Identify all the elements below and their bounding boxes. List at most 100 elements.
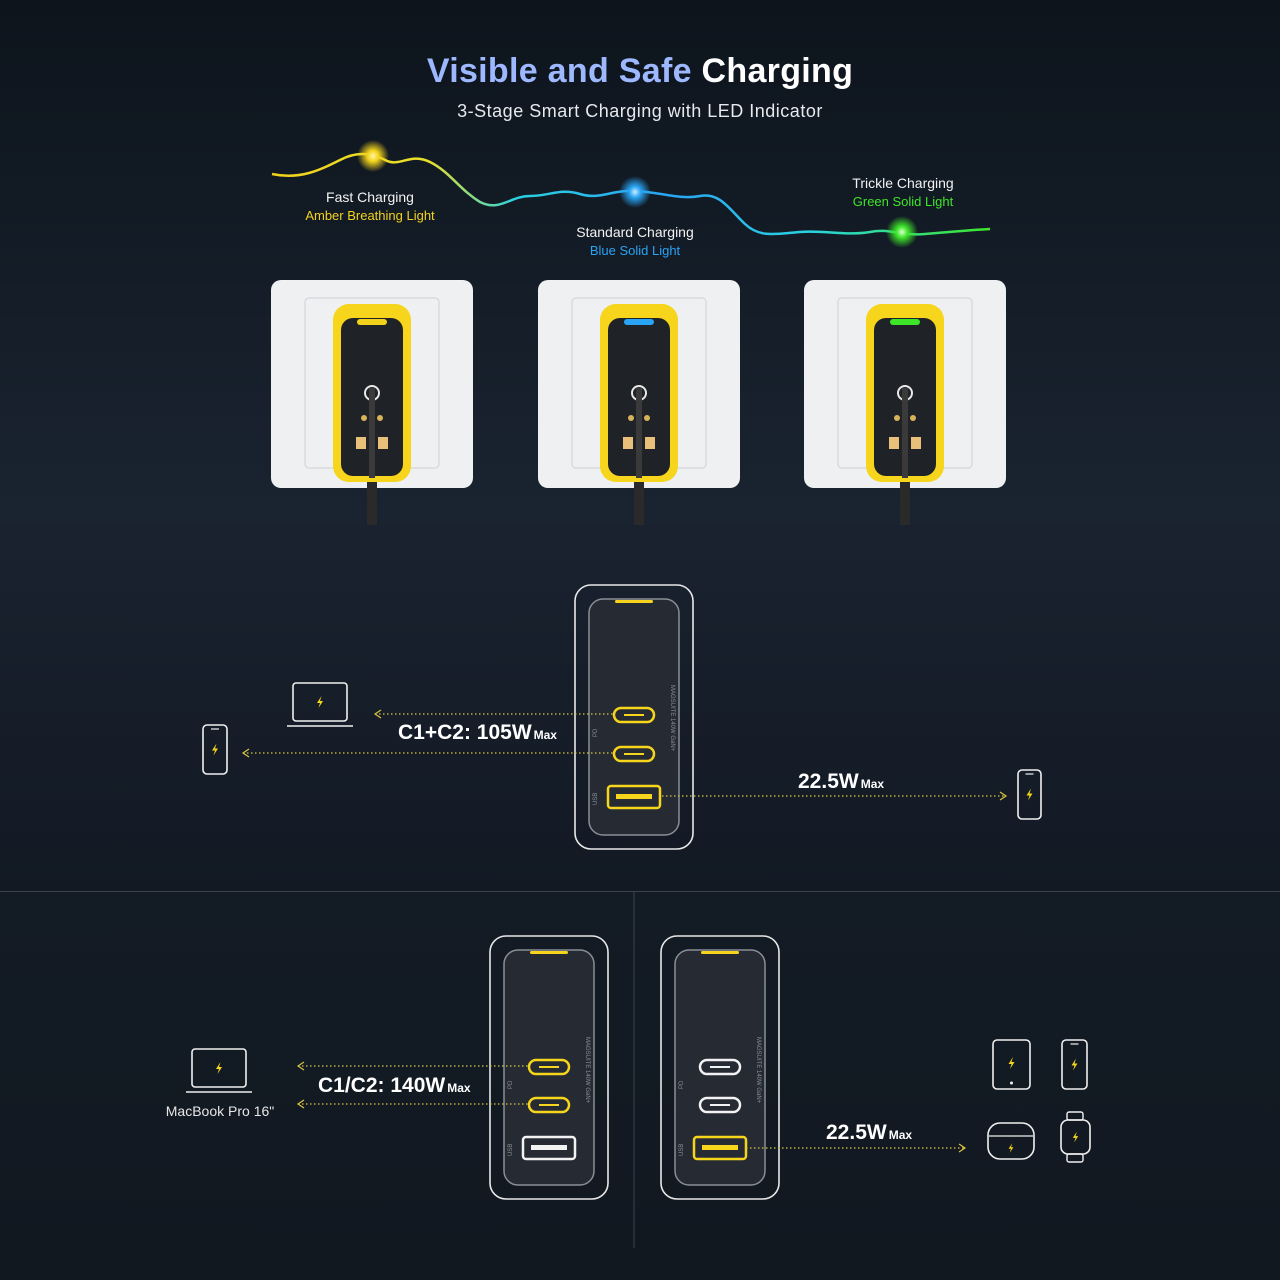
charger-single-usb-brand-mark: MAGSUITE 140W GaN+ [755, 1037, 761, 1104]
charger-single-c-outline [489, 935, 609, 1200]
phone-small-icon [1061, 1039, 1088, 1090]
macbook-icon [186, 1048, 252, 1093]
stage-trickle-light: Green Solid Light [852, 194, 954, 209]
charger-usb-port [356, 437, 366, 449]
c1c2-power-value: C1+C2: 105W [398, 721, 532, 744]
laptop-icon-screen [292, 682, 348, 722]
charger-single-c-usbc-port [527, 1058, 571, 1076]
charger-port-dot [910, 415, 916, 421]
charger-single-c-usb-mark: USB [508, 1144, 514, 1156]
charger-single-c-usba-port [521, 1135, 577, 1161]
phone-right-icon-frame [1017, 769, 1042, 820]
charger-usb-port [623, 437, 633, 449]
amber-glow-dot [357, 140, 389, 172]
charger-cable-top [636, 388, 642, 478]
usb-power-value: 22.5W [798, 770, 859, 793]
wall-outlets [271, 280, 1006, 525]
connector-c1-arrow [373, 709, 382, 719]
connector-usb-arrow [999, 791, 1008, 801]
lightning-icon [1008, 1057, 1015, 1069]
laptop-icon [287, 682, 353, 727]
single-usb-power-suffix: Max [888, 1128, 913, 1142]
charger-dual-usbc-port [612, 745, 656, 763]
charging-wave [271, 140, 991, 248]
phone-right-icon [1017, 769, 1042, 820]
charger-single-c-usba-tongue [531, 1145, 567, 1150]
page-title: Visible and Safe Charging [0, 52, 1280, 91]
lightning-icon [1072, 1131, 1079, 1143]
charger-dual-pd-mark: PD [593, 728, 599, 737]
charger-port-dot [644, 415, 650, 421]
lightning-icon [1008, 1143, 1014, 1153]
connector-single-c1-arrow [296, 1061, 305, 1071]
charger-cable-top [369, 388, 375, 478]
stage-trickle-name: Trickle Charging [852, 175, 954, 191]
outlet-1 [271, 280, 473, 525]
charger-single-usb-usbc-port [698, 1058, 742, 1076]
single-c-power-value: C1/C2: 140W [318, 1074, 446, 1097]
charger-dual: PD USB MAGSUITE 140W GaN+ [574, 584, 694, 850]
connector-single-usb-arrow [958, 1143, 967, 1153]
charger-single-c-pd-mark: PD [508, 1080, 514, 1089]
single-c-power-suffix: Max [447, 1081, 471, 1095]
charger-dual-outline [574, 584, 694, 850]
phone-small-icon-frame [1061, 1039, 1088, 1090]
charging-stages-section: Visible and Safe Charging 3-Stage Smart … [0, 0, 1280, 525]
connector-c2-arrow [241, 748, 250, 758]
stage-fast: Fast Charging Amber Breathing Light [290, 189, 450, 223]
title-highlight: Visible and Safe [426, 52, 692, 90]
stage-fast-name: Fast Charging [326, 189, 414, 205]
charger-dual-usb-mark: USB [593, 793, 599, 805]
watch-band-top [1066, 1111, 1084, 1121]
charger-dual-body [588, 598, 680, 836]
charger-single-usb-usbc-port [698, 1096, 742, 1114]
watch-icon [1060, 1111, 1091, 1163]
tablet-button [1010, 1081, 1013, 1085]
charger-single-c-led [530, 951, 568, 954]
c1c2-power-suffix: Max [533, 728, 557, 742]
charger-port-dot [628, 415, 634, 421]
outlet-2 [538, 280, 740, 525]
tablet-icon [992, 1039, 1031, 1090]
charger-single-c-usbc-port [527, 1096, 571, 1114]
phone-left-icon-frame [202, 724, 228, 775]
charger-dual-usbc-port [612, 706, 656, 724]
single-usb-power-value: 22.5W [826, 1121, 887, 1144]
charger-dual-usba-tongue [616, 794, 652, 799]
earbuds-case-icon [987, 1122, 1035, 1160]
charger-single-usb-led [701, 951, 739, 954]
charger-led [357, 319, 387, 325]
charger-usb-port [889, 437, 899, 449]
phone-left-icon [202, 724, 228, 775]
stage-standard-name: Standard Charging [576, 224, 694, 240]
charger-single-usb-outline [660, 935, 780, 1200]
macbook-icon-screen [191, 1048, 247, 1088]
earbuds-case-frame [987, 1122, 1035, 1160]
charger-dual-led [615, 600, 653, 603]
macbook-label: MacBook Pro 16" [165, 1103, 275, 1119]
charger-single-usb-usb-mark: USB [679, 1144, 685, 1156]
usb-power-suffix: Max [860, 777, 885, 791]
blue-glow-dot [619, 176, 651, 208]
lightning-icon [1071, 1058, 1078, 1071]
stage-standard: Standard Charging Blue Solid Light [555, 224, 715, 258]
charger-port-dot [361, 415, 367, 421]
charger-dual-usba-port [606, 784, 662, 810]
charger-dual-brand-mark: MAGSUITE 140W GaN+ [669, 685, 675, 752]
stage-trickle: Trickle Charging Green Solid Light [823, 175, 983, 209]
watch-band-bottom [1066, 1153, 1084, 1163]
charger-usb-port [911, 437, 921, 449]
watch-face [1060, 1119, 1091, 1155]
lightning-icon [317, 696, 323, 708]
lightning-icon [1026, 788, 1033, 801]
title-rest: Charging [701, 52, 854, 90]
green-glow-dot [886, 216, 918, 248]
